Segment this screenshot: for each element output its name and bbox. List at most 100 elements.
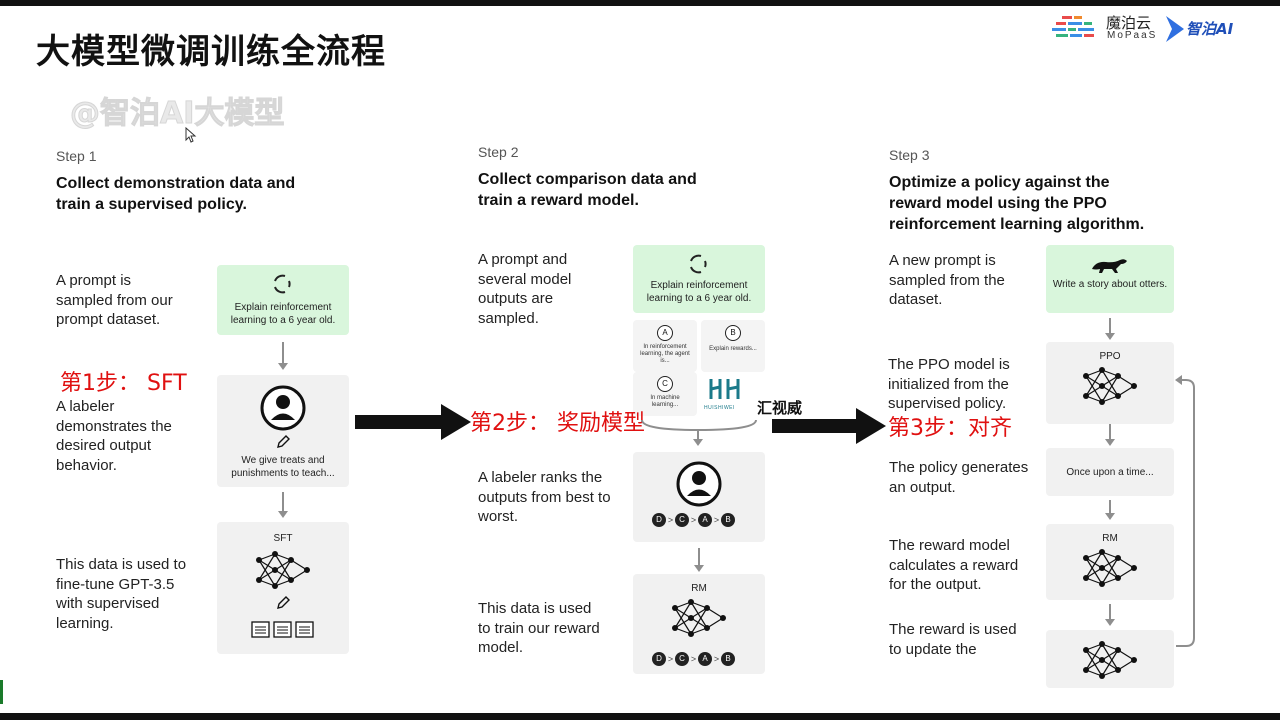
big-arrow-step2-to-step3 xyxy=(772,408,886,444)
documents-icon xyxy=(251,621,314,638)
zhipo-logo-icon xyxy=(1166,16,1184,42)
step3-arrow-2 xyxy=(1109,424,1111,440)
rank-item: C xyxy=(675,652,689,666)
step3-desc-prompt: A new prompt is sampled from the dataset… xyxy=(889,252,1005,308)
step2-desc-ranks: A labeler ranks the outputs from best to… xyxy=(478,469,611,525)
step3-arrow-4 xyxy=(1109,604,1111,620)
output-card-b: B Explain rewards... xyxy=(701,320,765,372)
labeler-person-icon-2 xyxy=(676,461,722,507)
step2-label: Step 2 xyxy=(478,144,519,160)
output-a-text: In reinforcement learning, the agent is.… xyxy=(640,344,690,364)
watermark: @智泊AI大模型 xyxy=(69,96,285,132)
step3-arrow-1 xyxy=(1109,318,1111,334)
gt-sign: > xyxy=(690,654,697,664)
brand-small-text: HUISHIWEI xyxy=(704,405,735,411)
pencil-icon xyxy=(277,435,290,448)
step1-heading: Collect demonstration data and train a s… xyxy=(56,175,296,213)
step3-ppo-card: PPO xyxy=(1046,342,1174,424)
page-title: 大模型微调训练全流程 xyxy=(36,32,386,72)
mopaas-logo-icon xyxy=(1052,16,1094,37)
rank-item: B xyxy=(721,513,735,527)
mopaas-cn: 魔泊云 xyxy=(1106,14,1152,32)
step2-prompt-text: Explain reinforcement learning to a 6 ye… xyxy=(646,280,752,304)
neural-network-icon-3 xyxy=(1083,367,1137,405)
step3-arrowhead-2 xyxy=(1105,439,1115,446)
big-arrow-step1-to-step2 xyxy=(355,404,471,440)
step3-arrowhead-3 xyxy=(1105,513,1115,520)
step3-label: Step 3 xyxy=(889,147,930,163)
step2-ranking-2: D>C>A>B xyxy=(652,652,735,666)
gt-sign: > xyxy=(667,515,674,525)
rank-item: D xyxy=(652,513,666,527)
step1-arrow-2 xyxy=(282,492,284,512)
step3-rm-card: RM xyxy=(1046,524,1174,600)
pencil-icon-2 xyxy=(277,596,290,609)
step3-output-text: Once upon a time... xyxy=(1066,467,1154,478)
rank-item: C xyxy=(675,513,689,527)
mouse-cursor-icon xyxy=(185,127,197,143)
step1-model-label: SFT xyxy=(273,533,293,544)
step2-rank-card: D>C>A>B xyxy=(633,452,765,542)
step1-demo-card: We give treats and punishments to teach.… xyxy=(217,375,349,487)
step1-sft-card: SFT xyxy=(217,522,349,654)
step3-update-card xyxy=(1046,630,1174,688)
gt-sign: > xyxy=(713,515,720,525)
rank-item: A xyxy=(698,513,712,527)
refresh-cycle-icon-2 xyxy=(690,254,707,274)
step1-demo-text: We give treats and punishments to teach.… xyxy=(231,455,335,479)
converge-arrow xyxy=(641,419,757,446)
left-edge-marker xyxy=(0,680,3,704)
step3-ppo-label: PPO xyxy=(1099,351,1121,362)
step2-ranking-1: D>C>A>B xyxy=(652,513,735,527)
gt-sign: > xyxy=(713,654,720,664)
gt-sign: > xyxy=(667,654,674,664)
step3-arrowhead-1 xyxy=(1105,333,1115,340)
step2-heading: Collect comparison data and train a rewa… xyxy=(478,171,697,209)
step3-desc-output: The policy generates an output. xyxy=(889,459,1029,496)
output-a-badge: A xyxy=(657,325,673,341)
neural-network-icon-5 xyxy=(1083,641,1137,679)
step3-arrow-3 xyxy=(1109,500,1111,514)
step3-cn-label: 第3步：对齐 xyxy=(888,416,1012,441)
step1-desc-train: This data is used to fine-tune GPT-3.5 w… xyxy=(56,556,187,632)
output-b-badge: B xyxy=(725,325,741,341)
step2-arrowhead xyxy=(694,565,704,572)
step3-output-card: Once upon a time... xyxy=(1046,448,1174,496)
step3-prompt-card: Write a story about otters. xyxy=(1046,245,1174,313)
step3-desc-ppo: The PPO model is initialized from the su… xyxy=(888,356,1010,412)
neural-network-icon xyxy=(256,551,310,589)
step3-heading: Optimize a policy against the reward mod… xyxy=(889,174,1145,233)
step1-desc-demo: A labeler demonstrates the desired outpu… xyxy=(56,398,172,474)
step2-desc-train: This data is used to train our reward mo… xyxy=(478,600,600,656)
bottom-bar xyxy=(0,713,1280,720)
mopaas-en: MoPaaS xyxy=(1107,30,1158,41)
step1-arrowhead-1 xyxy=(278,363,288,370)
output-c-badge: C xyxy=(657,376,673,392)
step1-prompt-text: Explain reinforcement learning to a 6 ye… xyxy=(230,302,336,326)
brand-name: 汇视威 xyxy=(755,397,805,418)
top-bar xyxy=(0,0,1280,6)
output-card-a: A In reinforcement learning, the agent i… xyxy=(633,320,697,372)
step2-cn-label: 第2步： 奖励模型 xyxy=(470,411,645,436)
step1-prompt-card: Explain reinforcement learning to a 6 ye… xyxy=(217,265,349,335)
feedback-loop-arrow xyxy=(1175,375,1195,647)
step3-desc-reward: The reward model calculates a reward for… xyxy=(889,537,1019,593)
step3-arrowhead-4 xyxy=(1105,619,1115,626)
step1-desc-prompt: A prompt is sampled from our prompt data… xyxy=(56,272,173,328)
refresh-cycle-icon xyxy=(274,274,291,294)
step1-arrowhead-2 xyxy=(278,511,288,518)
labeler-person-icon xyxy=(260,385,306,431)
step2-prompt-card: Explain reinforcement learning to a 6 ye… xyxy=(633,245,765,313)
step1-arrow-1 xyxy=(282,342,284,364)
brand-hh-icon xyxy=(709,379,740,399)
otter-icon xyxy=(1092,259,1127,273)
zhipo-text: 智泊AI xyxy=(1186,20,1234,38)
output-c-text: In machine learning... xyxy=(650,395,680,408)
step3-desc-update: The reward is used to update the xyxy=(889,621,1017,658)
step2-model-label: RM xyxy=(691,583,707,594)
logo-group: 魔泊云 MoPaaS 智泊AI xyxy=(1052,12,1278,48)
gt-sign: > xyxy=(690,515,697,525)
rank-item: B xyxy=(721,652,735,666)
rank-item: D xyxy=(652,652,666,666)
output-b-text: Explain rewards... xyxy=(709,346,757,352)
